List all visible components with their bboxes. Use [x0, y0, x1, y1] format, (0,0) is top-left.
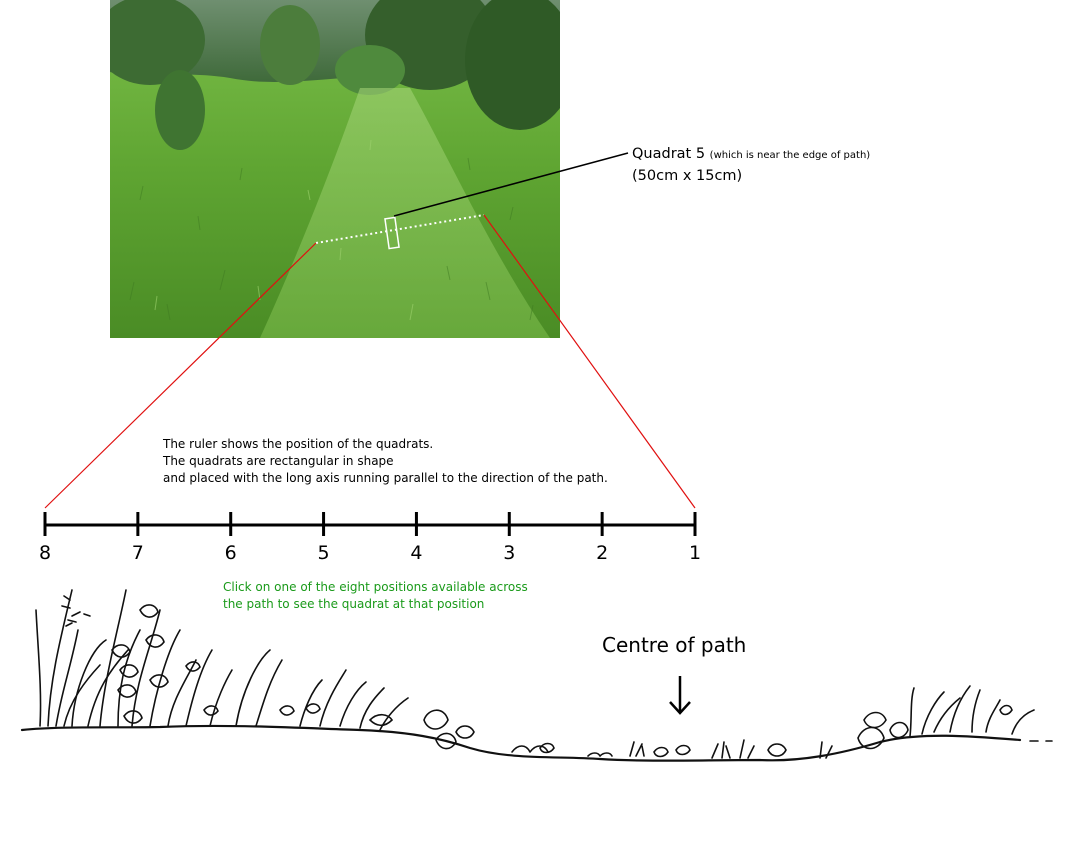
position-button-4[interactable]: 4	[400, 512, 432, 568]
ruler-explanation: The ruler shows the position of the quad…	[163, 436, 608, 487]
ruler-graphic	[43, 512, 697, 536]
click-instruction-line-1: Click on one of the eight positions avai…	[223, 580, 528, 594]
position-number: 1	[688, 542, 702, 564]
click-instruction-line-2: the path to see the quadrat at that posi…	[223, 597, 485, 611]
quadrat-note: (which is near the edge of path)	[709, 150, 871, 161]
quadrat-size: (50cm x 15cm)	[632, 168, 743, 184]
field-photo-image	[110, 0, 560, 338]
quadrat-title: Quadrat 5	[632, 146, 706, 162]
position-button-1[interactable]: 1	[679, 512, 711, 568]
position-ruler: 8 7 6 5 4 3 2 1	[0, 500, 720, 570]
click-instruction: Click on one of the eight positions avai…	[223, 579, 528, 613]
ruler-explanation-line-2: The quadrats are rectangular in shape	[163, 454, 394, 468]
field-photo	[110, 0, 560, 338]
position-number: 8	[38, 542, 52, 564]
position-number: 4	[410, 542, 423, 564]
path-cross-section-drawing	[20, 589, 1053, 762]
position-button-6[interactable]: 6	[215, 512, 247, 568]
position-number: 6	[224, 542, 237, 564]
position-button-3[interactable]: 3	[493, 512, 525, 568]
position-number: 2	[596, 542, 609, 564]
quadrat-label: Quadrat 5 (which is near the edge of pat…	[632, 144, 870, 186]
position-button-5[interactable]: 5	[308, 512, 340, 568]
position-number: 5	[317, 542, 330, 564]
position-button-2[interactable]: 2	[586, 512, 618, 568]
position-number: 3	[503, 542, 516, 564]
ruler-explanation-line-1: The ruler shows the position of the quad…	[163, 437, 434, 451]
position-button-7[interactable]: 7	[122, 512, 154, 568]
down-arrow-icon	[669, 676, 691, 715]
position-number: 7	[131, 542, 144, 564]
ruler-explanation-line-3: and placed with the long axis running pa…	[163, 471, 608, 485]
centre-of-path-label: Centre of path	[602, 633, 747, 657]
position-button-8[interactable]: 8	[29, 512, 61, 568]
